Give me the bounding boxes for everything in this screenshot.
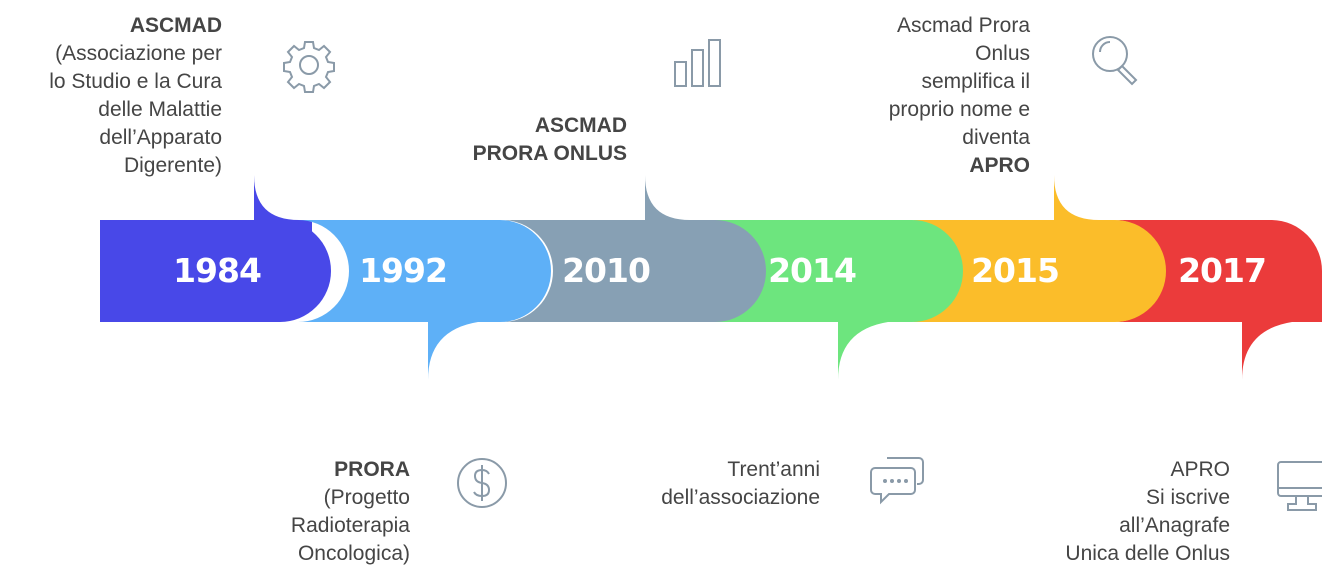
label-1992-title: PRORA <box>334 458 410 481</box>
segment-2015 <box>908 220 1166 322</box>
chat-icon <box>870 457 924 505</box>
label-1984: ASCMAD (Associazione per lo Studio e la … <box>0 12 222 180</box>
label-2017-body: APRO Si iscrive all’Anagrafe Unica delle… <box>1065 458 1230 565</box>
bar-chart-icon <box>674 39 721 87</box>
segment-2010 <box>502 220 766 322</box>
segment-2014 <box>705 220 963 322</box>
year-1992: 1992 <box>359 251 448 290</box>
label-2015: Ascmad Prora Onlus semplifica il proprio… <box>820 12 1030 180</box>
label-2015-title: APRO <box>969 154 1030 177</box>
label-1984-body: (Associazione per lo Studio e la Cura de… <box>49 42 222 177</box>
label-1992-body: (Progetto Radioterapia Oncologica) <box>290 486 410 565</box>
label-2015-body: Ascmad Prora Onlus semplifica il proprio… <box>888 14 1030 149</box>
segment-1984 <box>100 220 331 322</box>
year-2015: 2015 <box>971 251 1060 290</box>
label-2010-title: ASCMAD PRORA ONLUS <box>472 114 627 165</box>
segment-1992 <box>298 220 551 322</box>
label-1984-title: ASCMAD <box>129 14 222 37</box>
label-2017: APRO Si iscrive all’Anagrafe Unica delle… <box>1000 456 1230 568</box>
monitor-icon <box>1277 461 1322 511</box>
year-2017: 2017 <box>1178 251 1267 290</box>
label-1992: PRORA (Progetto Radioterapia Oncologica) <box>210 456 410 568</box>
year-1984: 1984 <box>173 251 262 290</box>
label-2014: Trent’anni dell’associazione <box>580 456 820 512</box>
label-2010: ASCMAD PRORA ONLUS <box>420 84 627 196</box>
gear-icon <box>283 41 335 93</box>
label-2014-body: Trent’anni dell’associazione <box>661 458 820 509</box>
segment-2017 <box>1114 220 1322 322</box>
year-2014: 2014 <box>768 251 857 290</box>
year-2010: 2010 <box>562 251 651 290</box>
search-icon <box>1092 36 1138 86</box>
dollar-icon <box>457 458 507 508</box>
